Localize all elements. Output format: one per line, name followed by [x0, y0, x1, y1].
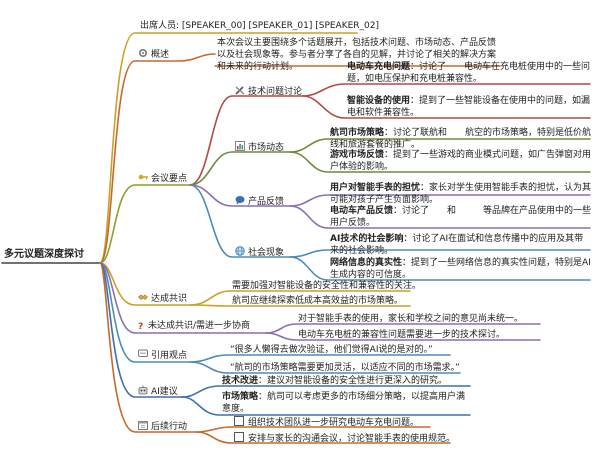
consensus-item-2: 航司应继续探索低成本高效益的市场策略。 — [232, 296, 404, 306]
product-node: 产品反馈 — [235, 195, 284, 208]
branch-overview — [99, 60, 181, 264]
follow-label: 后续行动 — [151, 422, 188, 432]
quotes-label: 引用观点 — [151, 351, 188, 361]
market-item-1: 航司市场策略：讨论了联航和 航空的市场策略，特别是低价航线和旅游套餐的推广。 — [330, 128, 592, 150]
ai-item-2: 市场策略：航司可以考虑更多的市场细分策略，以提高用户满意度。 — [222, 392, 466, 414]
branch-quotes — [99, 262, 191, 363]
pending-node: ? 未达成共识/需进一步协商 — [138, 320, 250, 332]
branch-key-points — [99, 184, 191, 264]
tech-node: 技术问题讨论 — [235, 85, 302, 98]
social-label: 社会现象 — [248, 248, 285, 258]
quote-item-2: “航司的市场策略需要更加灵活，以适应不同的市场需求。” — [230, 363, 460, 373]
ai-item-1: 技术改进：建议对智能设备的安全性进行更深入的研究。 — [222, 376, 448, 386]
tech-label: 技术问题讨论 — [248, 87, 303, 97]
product-label: 产品反馈 — [248, 197, 285, 207]
tech-item-2: 智能设备的使用：提到了一些智能设备在使用中的问题，如漏电和软件兼容性。 — [347, 96, 591, 118]
tools-icon — [235, 85, 245, 95]
key-icon — [138, 172, 148, 182]
pending-label: 未达成共识/需进一步协商 — [148, 321, 251, 331]
market-label: 市场动态 — [248, 143, 285, 153]
globe-icon — [235, 246, 245, 256]
key-points-label: 会议要点 — [151, 174, 188, 184]
follow-item-2: 安排与家长的沟通会议，讨论智能手表的使用规范。 — [234, 432, 455, 445]
branch-ai — [99, 262, 183, 398]
ai-node: AI建议 — [138, 385, 178, 398]
overview-text: 本次会议主要围绕多个话题展开，包括技术问题、市场动态、产品反馈以及社会现象等。参… — [217, 38, 497, 72]
checkbox[interactable] — [234, 432, 244, 442]
follow-item-1: 组织技术团队进一步研究电动车充电问题。 — [234, 416, 419, 429]
checkbox[interactable] — [234, 416, 244, 426]
root-topic: 多元议题深度探讨 — [4, 249, 84, 260]
follow-node: 后续行动 — [138, 420, 187, 433]
market-item-2: 游戏市场反馈：提到了一些游戏的商业模式问题，如广告弹窗对用户体验的影响。 — [330, 150, 592, 172]
social-node: 社会现象 — [235, 246, 284, 259]
branch-follow — [99, 262, 197, 433]
social-item-1: AI技术的社会影响：讨论了AI在面试和信息传播中的应用及其带来的社会影响。 — [330, 234, 584, 256]
branch-pending — [99, 262, 267, 334]
sub-social — [189, 184, 291, 258]
consensus-node: 达成共识 — [138, 292, 187, 305]
quote-item-1: “很多人懒得去做次验证，他们觉得AI说的是对的。” — [230, 345, 433, 355]
robot-icon — [138, 385, 148, 395]
attendees-node: 出席人员: [SPEAKER_00] [SPEAKER_01] [SPEAKER… — [140, 21, 380, 31]
comment-icon — [138, 349, 148, 359]
sub-product — [189, 184, 291, 207]
calendar-icon — [138, 420, 148, 430]
gear-icon — [138, 48, 148, 58]
sub-tech — [189, 95, 304, 186]
pending-item-1: 对于智能手表的使用，家长和学校之间的意见尚未统一。 — [298, 314, 524, 324]
key-points-node: 会议要点 — [138, 172, 187, 185]
overview-node: 概述 — [138, 48, 169, 61]
overview-label: 概述 — [151, 50, 170, 60]
consensus-label: 达成共识 — [151, 294, 188, 304]
question-icon: ? — [138, 322, 144, 332]
product-item-2: 电动车产品反馈：讨论了 和 等品牌在产品使用中的一些用户反馈。 — [330, 206, 592, 228]
tech-item-1: 电动车充电问题：讨论了 电动车在充电桩使用中的一些问题，如电压保护和充电桩兼容性… — [347, 62, 591, 84]
social-item-2: 网络信息的真实性：提到了一些网络信息的真实性问题，特别是AI生成内容的可信度。 — [330, 258, 591, 280]
handshake-icon — [138, 292, 148, 302]
branch-attendees — [99, 32, 358, 264]
pending-item-2: 电动车充电桩的兼容性问题需要进一步的技术探讨。 — [298, 330, 506, 340]
product-item-1: 用户对智能手表的担忧：家长对学生使用智能手表的担忧，认为其可能对孩子产生负面影响… — [330, 183, 592, 205]
speech-icon — [235, 195, 245, 205]
market-node: 市场动态 — [235, 141, 284, 154]
consensus-item-1: 需要加强对智能设备的安全性和兼容性的关注。 — [232, 281, 422, 291]
chart-icon — [235, 141, 245, 151]
quotes-node: 引用观点 — [138, 349, 187, 362]
sub-market — [189, 151, 291, 186]
ai-label: AI建议 — [151, 387, 178, 397]
